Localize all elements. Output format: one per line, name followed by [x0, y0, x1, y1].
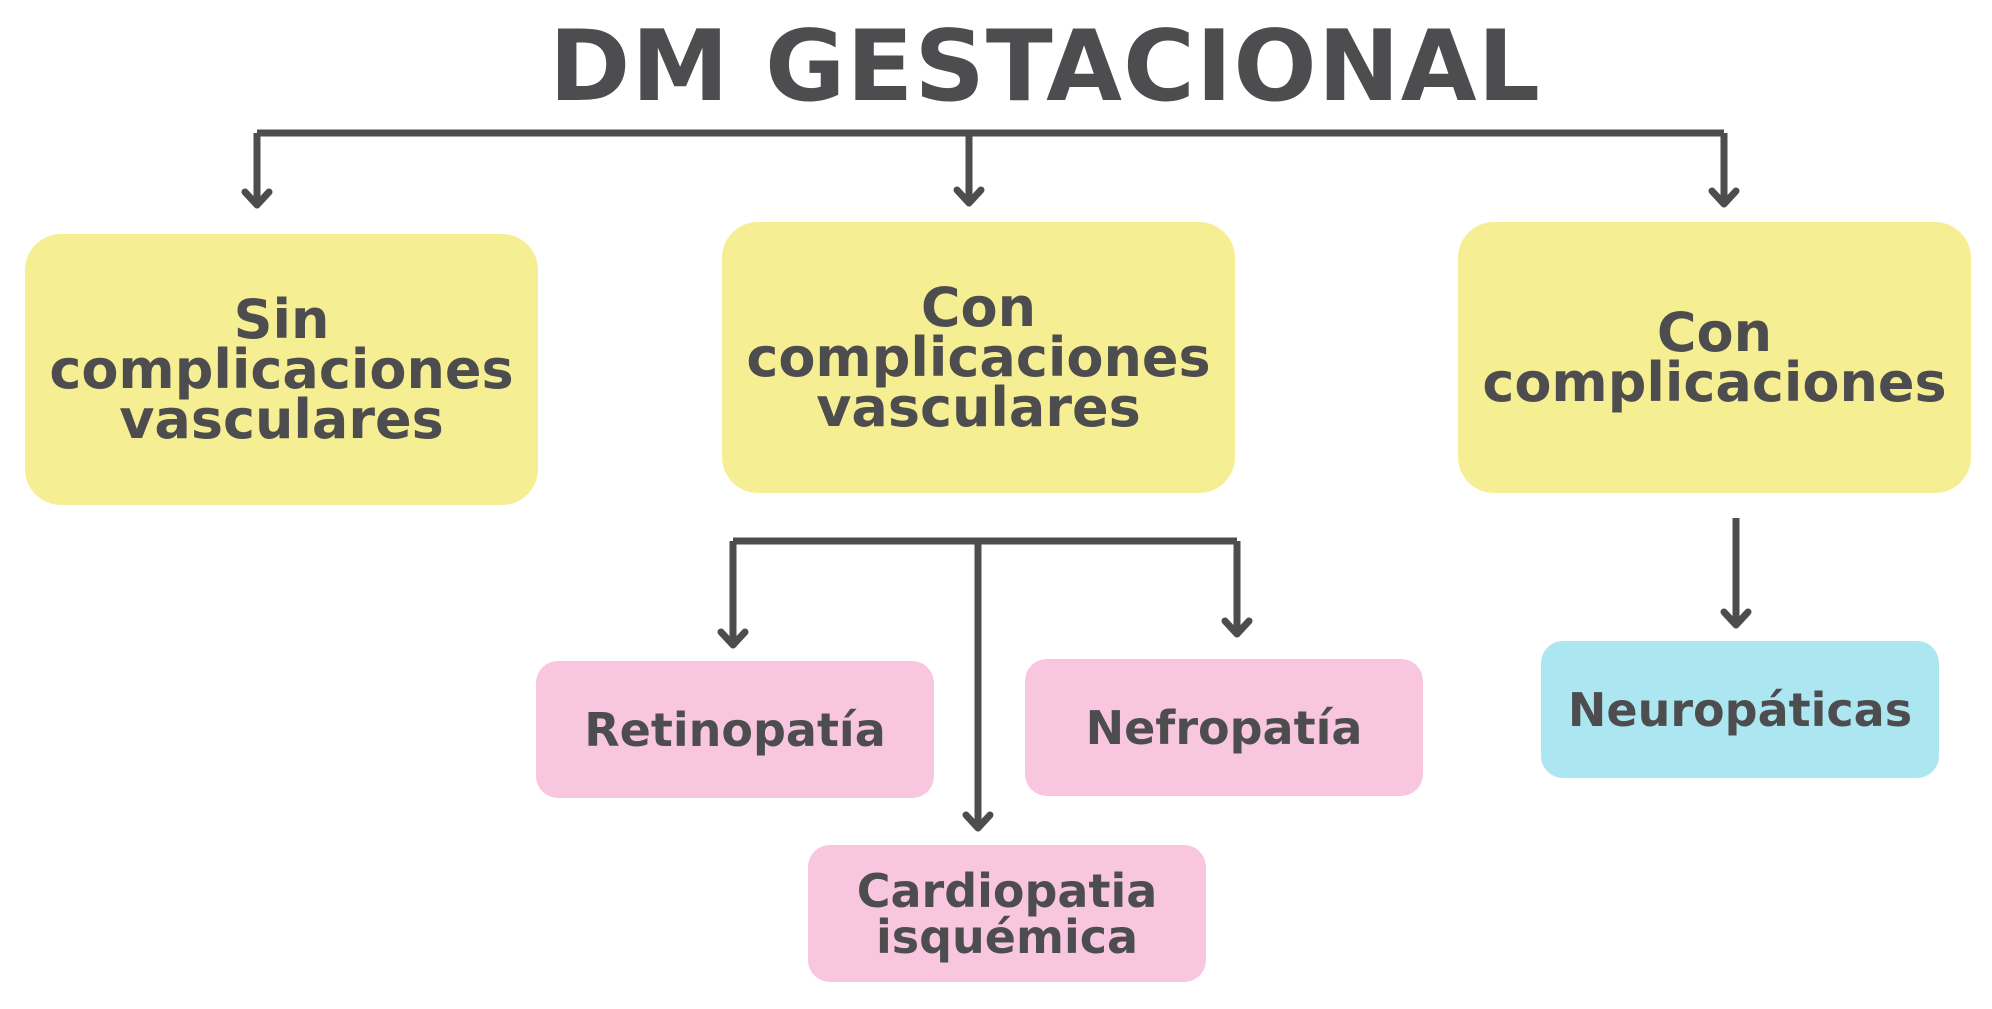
node-label: Cardiopatia isquémica	[856, 863, 1158, 964]
node-label: Con complicaciones	[1482, 300, 1947, 414]
node-retinopatia: Retinopatía	[536, 661, 934, 798]
arrowhead-con	[1708, 187, 1740, 208]
arrowhead-retinopatia	[717, 628, 749, 649]
arrowhead-neuropaticas	[1720, 608, 1752, 629]
node-label: Con complicaciones vasculares	[746, 275, 1211, 439]
node-label: Retinopatía	[584, 702, 886, 757]
node-neuropaticas: Neuropáticas	[1541, 641, 1939, 778]
diagram-title: DM GESTACIONAL	[548, 10, 1542, 124]
node-nefropatia: Nefropatía	[1025, 659, 1423, 796]
node-sin-complicaciones-vasculares: Sin complicaciones vasculares	[25, 234, 538, 505]
arrowhead-sin	[241, 188, 273, 209]
node-label: Sin complicaciones vasculares	[49, 287, 514, 451]
arrowhead-con-vasculares	[953, 186, 985, 207]
node-cardiopatia-isquemica: Cardiopatia isquémica	[808, 845, 1206, 982]
node-label: Nefropatía	[1085, 700, 1363, 755]
arrowhead-nefropatia	[1221, 617, 1253, 638]
node-con-complicaciones-vasculares: Con complicaciones vasculares	[722, 222, 1235, 493]
arrowhead-cardiopatia	[962, 811, 994, 832]
node-con-complicaciones: Con complicaciones	[1458, 222, 1971, 493]
node-label: Neuropáticas	[1567, 682, 1913, 737]
